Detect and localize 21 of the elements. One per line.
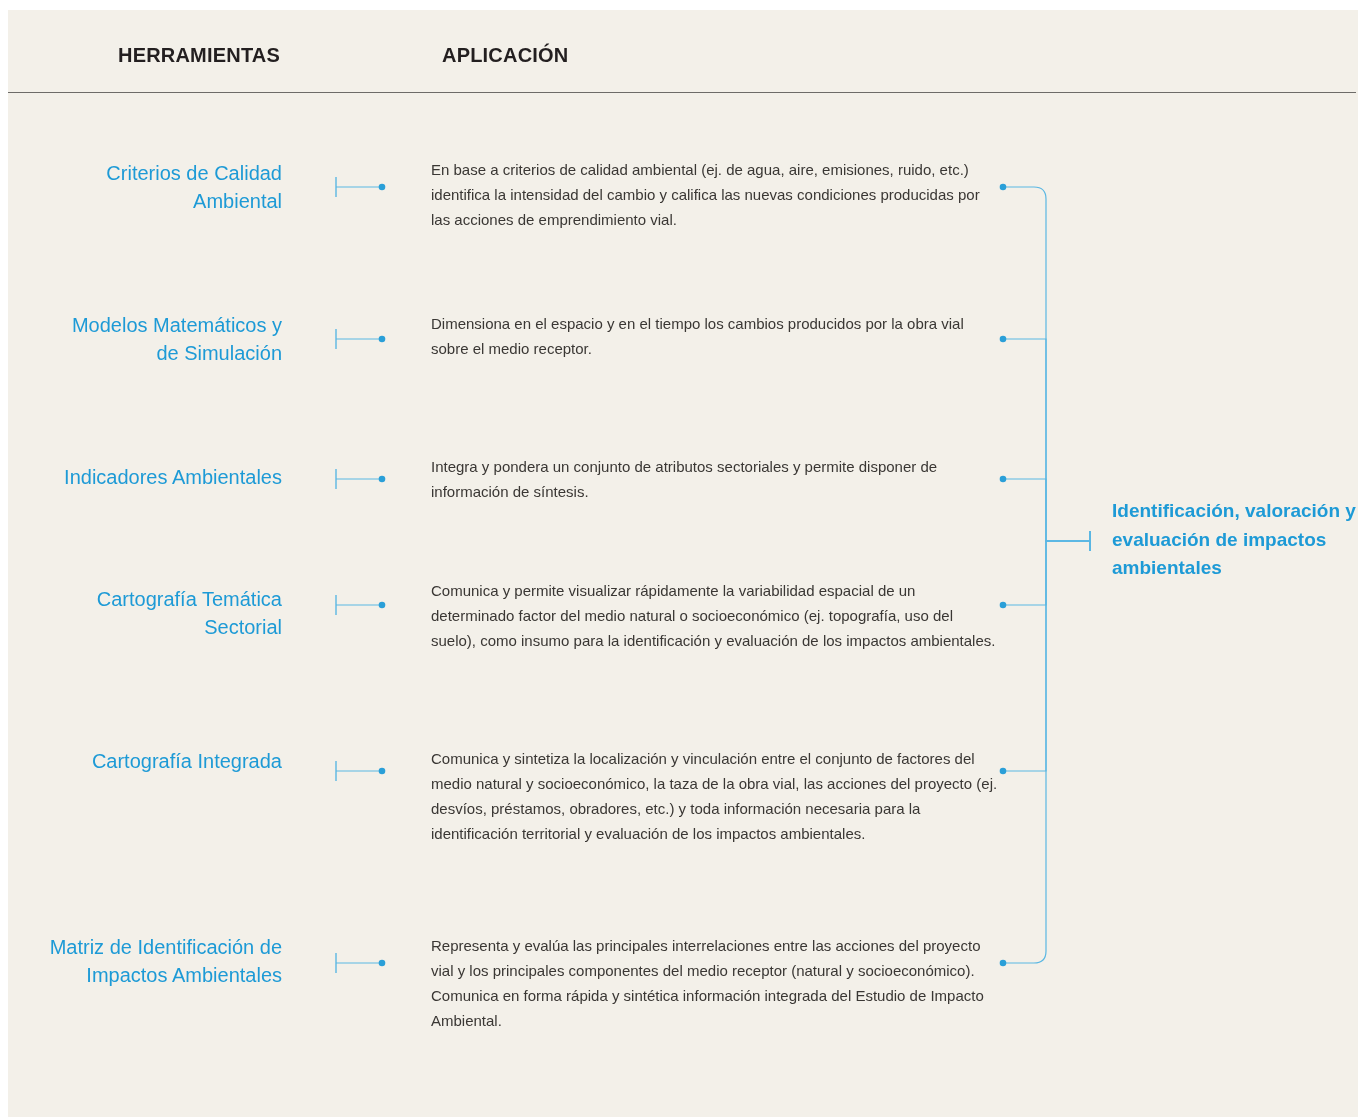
- tool-name: Matriz de Identificación de Impactos Ambientales: [47, 933, 336, 989]
- tool-name: Cartografía Integrada: [47, 747, 336, 775]
- description-text: Representa y evalúa las principales interrelaciones entre las acciones del proyecto vial y los principales componentes del medio receptor (natural y socioeconómico). Comunica en forma rápida y sintética información integrada del Estudio de Impacto Ambiental.: [384, 933, 1001, 1033]
- tool-name: Indicadores Ambientales: [47, 463, 336, 491]
- tool-name: Modelos Matemáticos y de Simulación: [47, 311, 336, 367]
- description-text: Comunica y permite visualizar rápidamente la variabilidad espacial de un determinado factor del medio natural o socioeconómico (ej. topografía, uso del suelo), como insumo para la identificación y evaluación de los impactos ambientales.: [384, 578, 1001, 653]
- connector-line: [335, 468, 386, 490]
- column-heading: APLICACIÓN: [442, 44, 569, 67]
- connector-line: [335, 952, 386, 974]
- tool-name: Criterios de Calidad Ambiental: [47, 159, 336, 215]
- description-text: Dimensiona en el espacio y en el tiempo los cambios producidos por la obra vial sobre el medio receptor.: [384, 311, 1001, 361]
- description-text: En base a criterios de calidad ambiental (ej. de agua, aire, emisiones, ruido, etc.) identifica la intensidad del cambio y califica las nuevas condiciones producidas por las acciones de emprendimiento vial.: [384, 157, 1001, 232]
- column-heading: HERRAMIENTAS: [118, 44, 281, 67]
- connector-line: [335, 594, 386, 616]
- connector-line: [335, 176, 386, 198]
- result-heading: Identificación, valoración y evaluación de impactos ambientales: [1090, 497, 1358, 583]
- description-text: Integra y pondera un conjunto de atributos sectoriales y permite disponer de información de síntesis.: [384, 454, 1001, 504]
- tool-name: Cartografía Temática Sectorial: [47, 585, 336, 641]
- connector-line: [335, 328, 386, 350]
- connector-line: [335, 760, 386, 782]
- description-text: Comunica y sintetiza la localización y vinculación entre el conjunto de factores del medio natural y socioeconómico, la taza de la obra vial, las acciones del proyecto (ej. desvíos, préstamos, obradores, etc.) y toda información necesaria para la identificación territorial y evaluación de los impactos ambientales.: [384, 746, 1001, 846]
